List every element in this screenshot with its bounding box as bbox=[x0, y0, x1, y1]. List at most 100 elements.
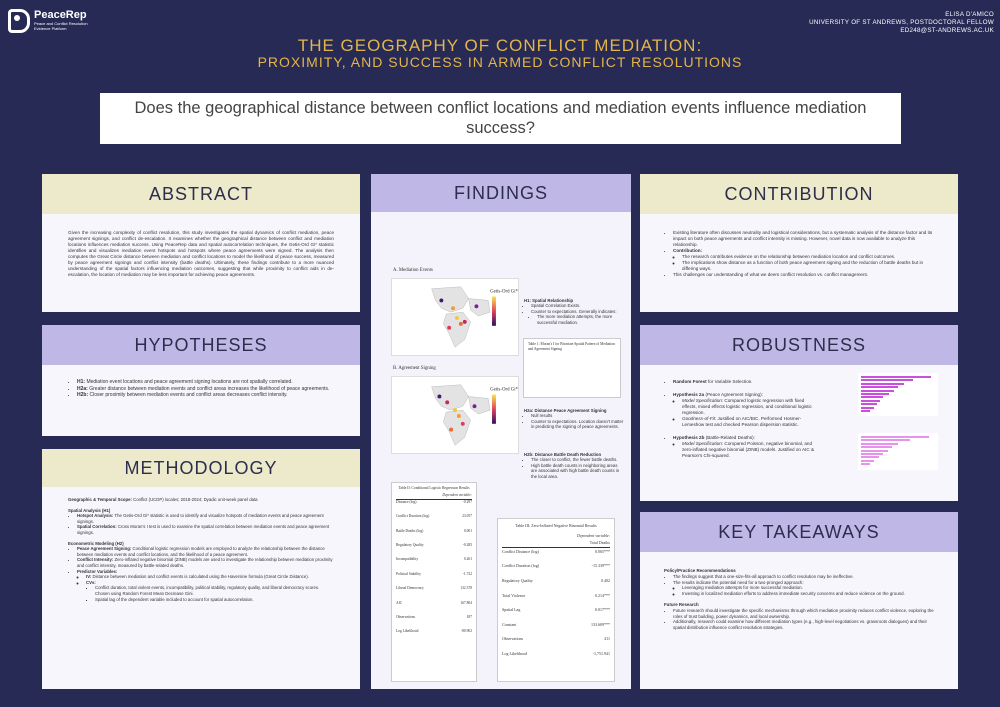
abstract-text: Given the increasing complexity of confl… bbox=[68, 230, 334, 277]
robustness-body: Random Forest for Variable Selection. Hy… bbox=[640, 365, 958, 501]
table3-title: Table III: Zero-Inflated Negative Binomi… bbox=[515, 523, 597, 528]
hotspot-point bbox=[456, 414, 461, 418]
contribution-heading: CONTRIBUTION bbox=[640, 174, 958, 214]
h2a-findings: H2a: Distance Peace Agreement Signing Nu… bbox=[524, 408, 624, 430]
table-row: Log Likelihood -80.902 bbox=[396, 629, 472, 634]
table-cell-value: 167.804 bbox=[460, 600, 472, 605]
table-row: Battle Deaths (log) 0.001 bbox=[396, 529, 472, 534]
methodology-body: Geographic & Temporal Scope: Conflict (U… bbox=[42, 487, 360, 689]
cv-text: Conflict duration, total violent events,… bbox=[95, 585, 334, 596]
table-cell-value: 0.017*** bbox=[595, 607, 610, 613]
table-cell-label: Log Likelihood bbox=[502, 650, 527, 656]
hotspot-point bbox=[439, 298, 444, 303]
scope-line: Geographic & Temporal Scope: Conflict (U… bbox=[68, 497, 258, 502]
hotspot-point bbox=[455, 316, 459, 320]
logistic-regression-table: Table II: Conditional Logistic Regressio… bbox=[391, 482, 477, 682]
table-cell-value: 0.001 bbox=[463, 528, 472, 533]
importance-bar bbox=[861, 409, 870, 412]
future-title: Future Research bbox=[664, 601, 699, 607]
hypothesis-item: H2a: Greater distance between mediation … bbox=[77, 386, 334, 393]
importance-bar bbox=[861, 406, 875, 409]
methodology-panel: METHODOLOGY Geographic & Temporal Scope:… bbox=[42, 449, 360, 689]
table-cell-label: Observations bbox=[396, 615, 415, 620]
importance-bar bbox=[861, 382, 904, 385]
table-row: Spatial Lag 0.017*** bbox=[502, 606, 610, 614]
table-row: Political Stability-1.722 bbox=[396, 572, 472, 577]
hotspot-point bbox=[447, 325, 452, 330]
importance-bar bbox=[861, 389, 894, 392]
peacerep-logo: PeaceRep Peace and Conflict Resolution E… bbox=[8, 9, 94, 33]
importance-bar bbox=[861, 463, 870, 466]
importance-bar bbox=[861, 459, 875, 462]
importance-bar bbox=[861, 392, 890, 395]
method-item: Predictor Variables: IV: Distance betwee… bbox=[77, 569, 334, 603]
table-cell-label: Log Likelihood bbox=[396, 629, 419, 634]
importance-bar bbox=[861, 449, 888, 452]
table-cell-value: -80.902 bbox=[460, 629, 472, 634]
cv-item: CVs: Conflict duration, total violent ev… bbox=[86, 580, 334, 602]
table-row: Regulatory Quality-0.285 bbox=[396, 543, 472, 548]
importance-bar bbox=[861, 399, 881, 402]
findings-body: A. Mediation Events Getis-Ord Gi* B. Agr… bbox=[371, 212, 631, 689]
robustness-panel: ROBUSTNESS Random Forest for Variable Se… bbox=[640, 325, 958, 501]
table-row: Log Likelihood-1,751.941 bbox=[502, 650, 610, 658]
map-b-legend-title: Getis-Ord Gi* bbox=[490, 388, 519, 393]
mediation-events-map: Getis-Ord Gi* bbox=[391, 278, 519, 356]
hotspot-point bbox=[445, 400, 450, 405]
table-cell-label: Spatial Lag bbox=[502, 607, 521, 613]
policy-title: Policy/Practice Recommendations bbox=[664, 568, 736, 573]
map-b-title: B. Agreement Signing bbox=[393, 366, 436, 371]
table-cell-value: 0.065*** bbox=[595, 548, 610, 554]
iv-item: IV: Distance between mediation and confl… bbox=[86, 574, 334, 580]
table-cell-value: -15.339*** bbox=[591, 563, 610, 569]
h2b-robust: Hypothesis 2b (Battle-Related Deaths): M… bbox=[673, 435, 814, 459]
importance-bar bbox=[861, 396, 884, 399]
author-name: ELISA D'AMICO bbox=[945, 11, 994, 18]
rf-importance-plot-1 bbox=[858, 373, 938, 417]
zinb-table: Table III: Zero-Inflated Negative Binomi… bbox=[497, 518, 615, 682]
agreement-signing-map: Getis-Ord Gi* bbox=[391, 376, 519, 454]
policy-item: The results indicate the potential need … bbox=[673, 580, 934, 597]
hypothesis-item: H1: Mediation event locations and peace … bbox=[77, 379, 334, 386]
hotspot-point bbox=[449, 427, 454, 432]
table-cell-value: 23.057 bbox=[462, 514, 472, 519]
table3-rows: Conflict Distance (log)0.065***Conflict … bbox=[502, 548, 610, 658]
hotspot-point bbox=[458, 321, 463, 326]
future-item: Additionally, research could examine how… bbox=[673, 619, 934, 631]
table-row: Distance (log)-0.297 bbox=[396, 500, 472, 505]
takeaways-body: Policy/Practice Recommendations The find… bbox=[640, 552, 958, 689]
hypotheses-panel: HYPOTHESES H1: Mediation event locations… bbox=[42, 325, 360, 436]
importance-bar bbox=[861, 446, 893, 449]
importance-bar bbox=[861, 436, 930, 438]
table-cell-label: Regulatory Quality bbox=[396, 543, 424, 548]
map-a-legend-title: Getis-Ord Gi* bbox=[490, 290, 519, 295]
abstract-heading: ABSTRACT bbox=[42, 174, 360, 214]
hotspot-point bbox=[472, 404, 477, 409]
table-row: Conflict Duration (log) -15.339*** bbox=[502, 562, 610, 570]
table-cell-label: Conflict Duration (log) bbox=[502, 563, 540, 569]
abstract-panel: ABSTRACT Given the increasing complexity… bbox=[42, 174, 360, 312]
moran-table: Table 1: Moran's I for Bivariate Spatial… bbox=[523, 338, 621, 398]
robustness-heading: ROBUSTNESS bbox=[640, 325, 958, 365]
table-cell-value: -1.722 bbox=[462, 571, 472, 576]
policy-item: The findings suggest that a one-size-fit… bbox=[673, 574, 934, 580]
hotspot-point bbox=[451, 306, 455, 311]
peacerep-logo-icon bbox=[8, 9, 30, 33]
author-email: ED248@ST-ANDREWS.AC.UK bbox=[900, 27, 994, 34]
hotspot-point bbox=[474, 304, 479, 309]
takeaways-heading: KEY TAKEAWAYS bbox=[640, 512, 958, 552]
moran-table-title: Table 1: Moran's I for Bivariate Spatial… bbox=[528, 342, 615, 352]
lag-text: Spatial lag of the dependent variable in… bbox=[95, 597, 334, 603]
table-cell-value: 0.214*** bbox=[595, 592, 610, 598]
hypotheses-heading: HYPOTHESES bbox=[42, 325, 360, 365]
map-a-title: A. Mediation Events bbox=[393, 268, 433, 273]
importance-bar bbox=[861, 452, 884, 455]
table-cell-label: Battle Deaths (log) bbox=[396, 528, 424, 533]
poster-subtitle: PROXIMITY, AND SUCCESS IN ARMED CONFLICT… bbox=[257, 54, 743, 70]
research-question: Does the geographical distance between c… bbox=[100, 93, 901, 144]
